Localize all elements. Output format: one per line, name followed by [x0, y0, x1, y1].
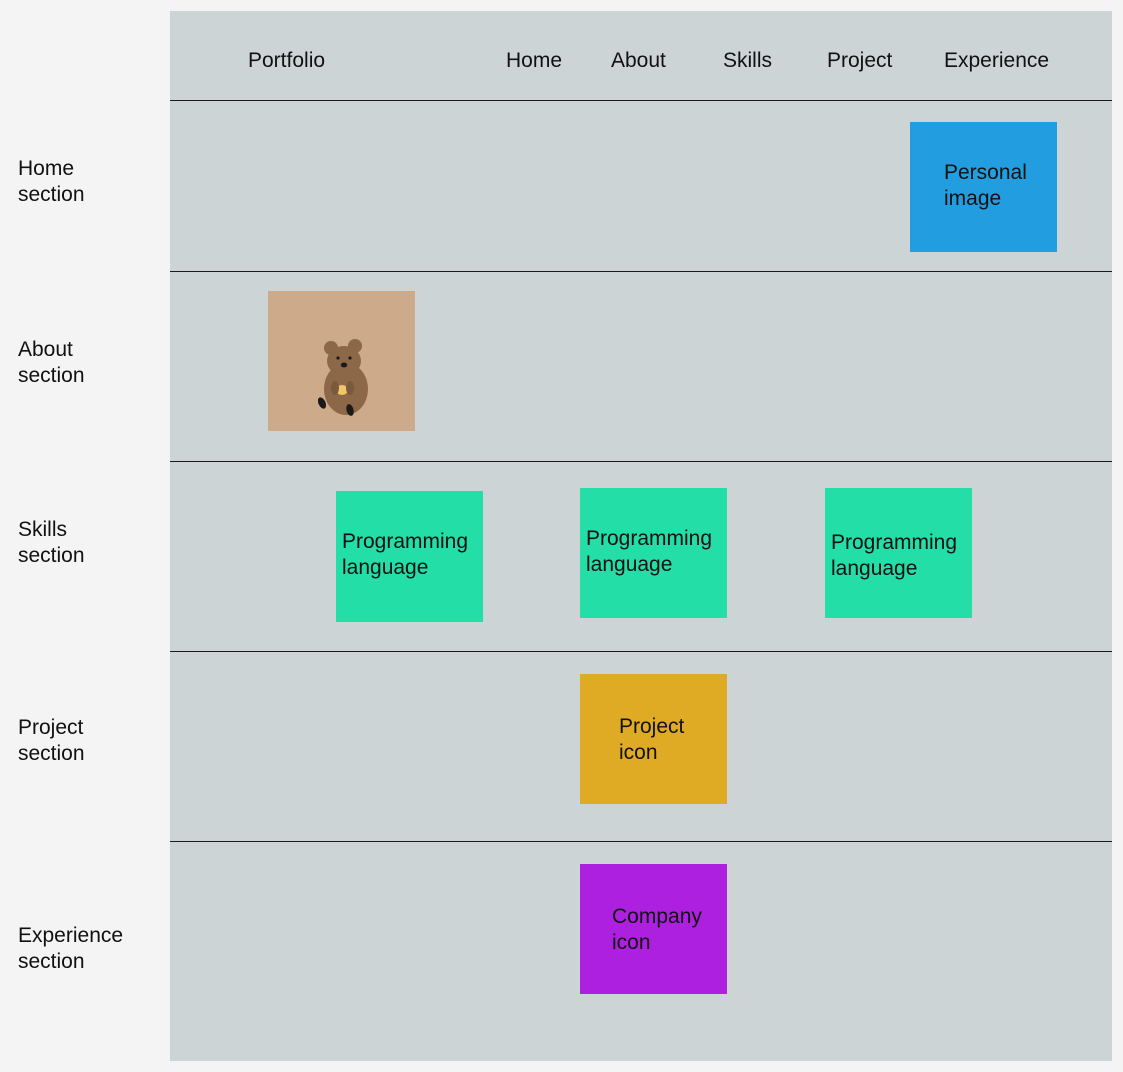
personal-image-placeholder: Personal image [910, 122, 1057, 252]
wireframe-frame: Portfolio Home About Skills Project Expe… [170, 11, 1112, 1061]
nav-skills[interactable]: Skills [723, 49, 773, 72]
project-icon-placeholder: Project icon [580, 674, 727, 804]
skill-card-3: Programming language [825, 488, 972, 618]
skills-divider [170, 651, 1112, 652]
skill-card-1: Programming language [336, 491, 483, 622]
nav-experience[interactable]: Experience [944, 49, 1050, 72]
nav-project[interactable]: Project [827, 49, 893, 72]
quokka-illustration [317, 339, 368, 416]
home-divider [170, 271, 1112, 272]
project-section-label: Project section [18, 716, 85, 765]
company-icon-placeholder: Company icon [580, 864, 727, 994]
header-divider [170, 100, 1112, 101]
about-section-label: About section [18, 338, 85, 387]
home-section-label: Home section [18, 157, 85, 206]
about-divider [170, 461, 1112, 462]
about-photo [268, 291, 415, 431]
experience-section-label: Experience section [18, 924, 124, 973]
skill-card-2: Programming language [580, 488, 727, 618]
project-divider [170, 841, 1112, 842]
nav-home[interactable]: Home [506, 49, 563, 72]
brand-title[interactable]: Portfolio [248, 49, 326, 72]
nav-about[interactable]: About [611, 49, 666, 72]
skills-section-label: Skills section [18, 518, 85, 567]
